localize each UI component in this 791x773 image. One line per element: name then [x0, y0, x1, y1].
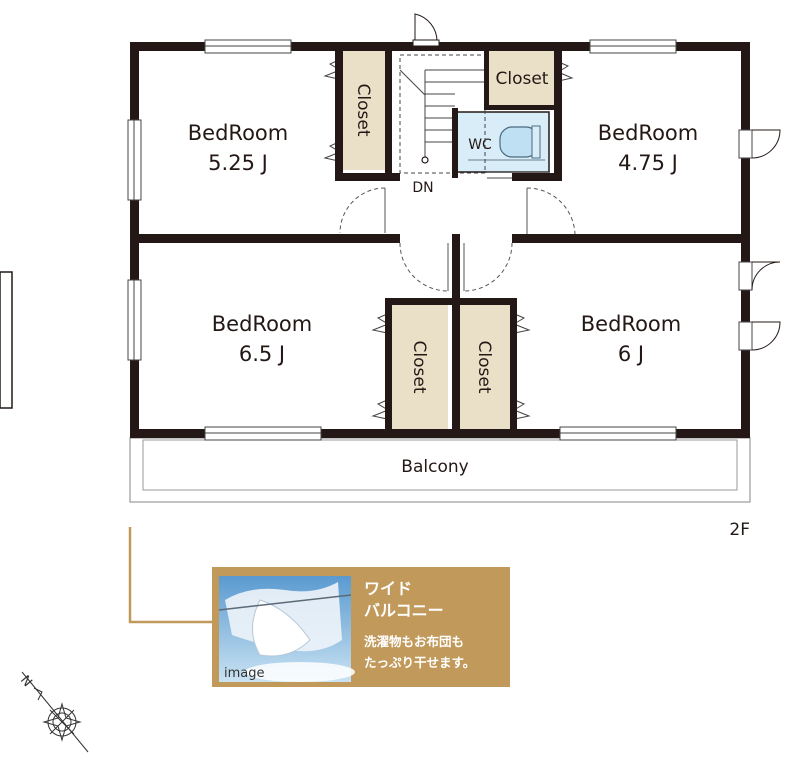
balcony-callout: image ワイド バルコニー 洗濯物もお布団も たっぷり干せます。: [212, 567, 510, 687]
closet-area-3: [392, 305, 448, 429]
edge-marker: [0, 271, 13, 409]
room-3-name: BedRoom: [212, 312, 312, 336]
room-1-name: BedRoom: [188, 121, 288, 145]
room-3-size: 6.5 J: [239, 342, 285, 366]
compass-north-label: N: [17, 673, 35, 690]
closet-area-2: [489, 50, 554, 105]
room-2-name: BedRoom: [598, 121, 698, 145]
closet-label-2: Closet: [496, 69, 549, 89]
wc-label: WC: [468, 137, 492, 153]
closet-label-1: Closet: [353, 84, 373, 137]
callout-leader-line: [128, 527, 212, 624]
exterior-doors: [412, 13, 781, 351]
callout-image-label: image: [224, 666, 265, 681]
walls: [130, 42, 750, 438]
closet-area-4: [460, 305, 510, 429]
wc: WC: [456, 111, 550, 173]
windows: [127, 39, 753, 441]
stairs-label: DN: [412, 180, 433, 196]
closet-area-1: [343, 50, 385, 170]
room-4-name: BedRoom: [581, 312, 681, 336]
stair-arrow-icon: [421, 156, 429, 164]
callout-photo: image: [218, 576, 355, 682]
balcony-label: Balcony: [401, 457, 468, 477]
callout-title-line-1: ワイド: [364, 579, 412, 598]
compass-icon: [21, 671, 89, 753]
room-2-size: 4.75 J: [618, 151, 678, 175]
closet-label-4: Closet: [474, 341, 494, 394]
closets: [343, 50, 554, 429]
room-4-size: 6 J: [618, 342, 644, 366]
balcony: Balcony: [129, 437, 751, 503]
door-swings: [339, 187, 576, 292]
closet-labels: Closet Closet Closet Closet: [353, 69, 549, 394]
closet-label-3: Closet: [409, 341, 429, 394]
floor-label: 2F: [729, 520, 750, 540]
room-labels: BedRoom 5.25 J BedRoom 4.75 J BedRoom 6.…: [188, 121, 698, 366]
callout-title-line-2: バルコニー: [364, 601, 444, 620]
room-1-size: 5.25 J: [208, 151, 268, 175]
callout-body-line-1: 洗濯物もお布団も: [364, 634, 464, 649]
callout-body-line-2: たっぷり干せます。: [364, 655, 475, 670]
